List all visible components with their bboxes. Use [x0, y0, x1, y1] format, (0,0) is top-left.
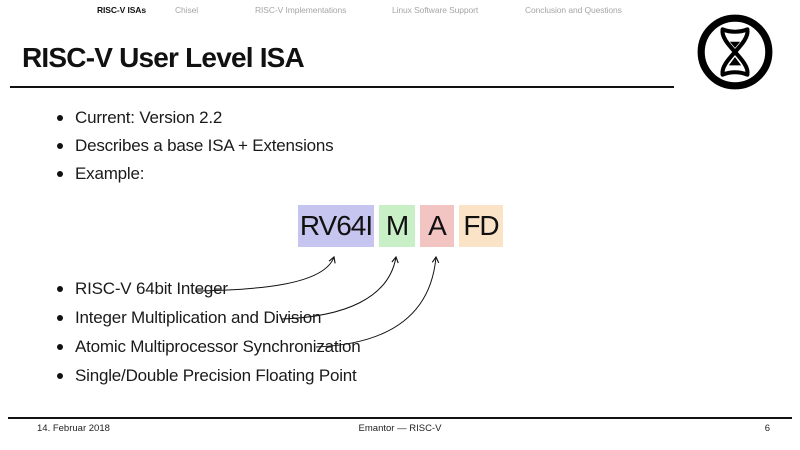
- bullet-dot: [57, 115, 63, 121]
- footer-rule: [8, 417, 792, 419]
- bullet-text: Current: Version 2.2: [75, 108, 223, 127]
- bullet-dot: [57, 171, 63, 177]
- bullet-mul-div: Integer Multiplication and Division: [57, 303, 361, 332]
- page-title: RISC-V User Level ISA: [22, 42, 305, 73]
- bullet-text: Describes a base ISA + Extensions: [75, 136, 334, 155]
- bullet-list-bottom: RISC-V 64bit Integer Integer Multiplicat…: [57, 274, 361, 390]
- nav-item-linux-software-support[interactable]: Linux Software Support: [392, 5, 479, 15]
- nav-item-risc-v-isas[interactable]: RISC-V ISAs: [97, 5, 146, 15]
- nav-item-risc-v-implementations[interactable]: RISC-V Implementations: [255, 5, 347, 15]
- extension-boxes: RV64I M A FD: [298, 205, 503, 247]
- ext-box-a: A: [420, 205, 454, 247]
- bullet-text: Single/Double Precision Floating Point: [75, 365, 357, 385]
- bullet-dot: [57, 372, 63, 379]
- bullet-example: Example:: [57, 160, 333, 188]
- ext-box-m: M: [379, 205, 415, 247]
- nav-item-conclusion-and-questions[interactable]: Conclusion and Questions: [525, 5, 622, 15]
- bullet-text: RISC-V 64bit Integer: [75, 278, 228, 298]
- bullet-text: Example:: [75, 164, 145, 183]
- bullet-floating-point: Single/Double Precision Floating Point: [57, 361, 361, 390]
- bullet-base-isa-extensions: Describes a base ISA + Extensions: [57, 132, 334, 160]
- bullet-dot: [57, 314, 63, 321]
- bullet-text: Atomic Multiprocessor Synchronization: [75, 336, 361, 356]
- hourglass-circle-icon: [697, 14, 773, 90]
- bullet-list-top: Current: Version 2.2 Describes a base IS…: [57, 104, 334, 188]
- bullet-text: Integer Multiplication and Division: [75, 307, 322, 327]
- footer-author: Emantor — RISC-V: [358, 423, 442, 434]
- nav-item-chisel[interactable]: Chisel: [175, 5, 199, 15]
- bullet-dot: [57, 285, 63, 292]
- bullet-atomic: Atomic Multiprocessor Synchronization: [57, 332, 361, 361]
- bullet-dot: [57, 143, 63, 149]
- footer-date: 14. Februar 2018: [37, 423, 110, 434]
- bullet-current-version: Current: Version 2.2: [57, 104, 333, 132]
- bullet-64bit-integer: RISC-V 64bit Integer: [57, 274, 361, 303]
- title-rule: [10, 86, 674, 88]
- ext-box-rv64i: RV64I: [298, 205, 374, 247]
- footer-page-number: 6: [764, 423, 770, 434]
- bullet-dot: [57, 343, 63, 350]
- ext-box-fd: FD: [459, 205, 503, 247]
